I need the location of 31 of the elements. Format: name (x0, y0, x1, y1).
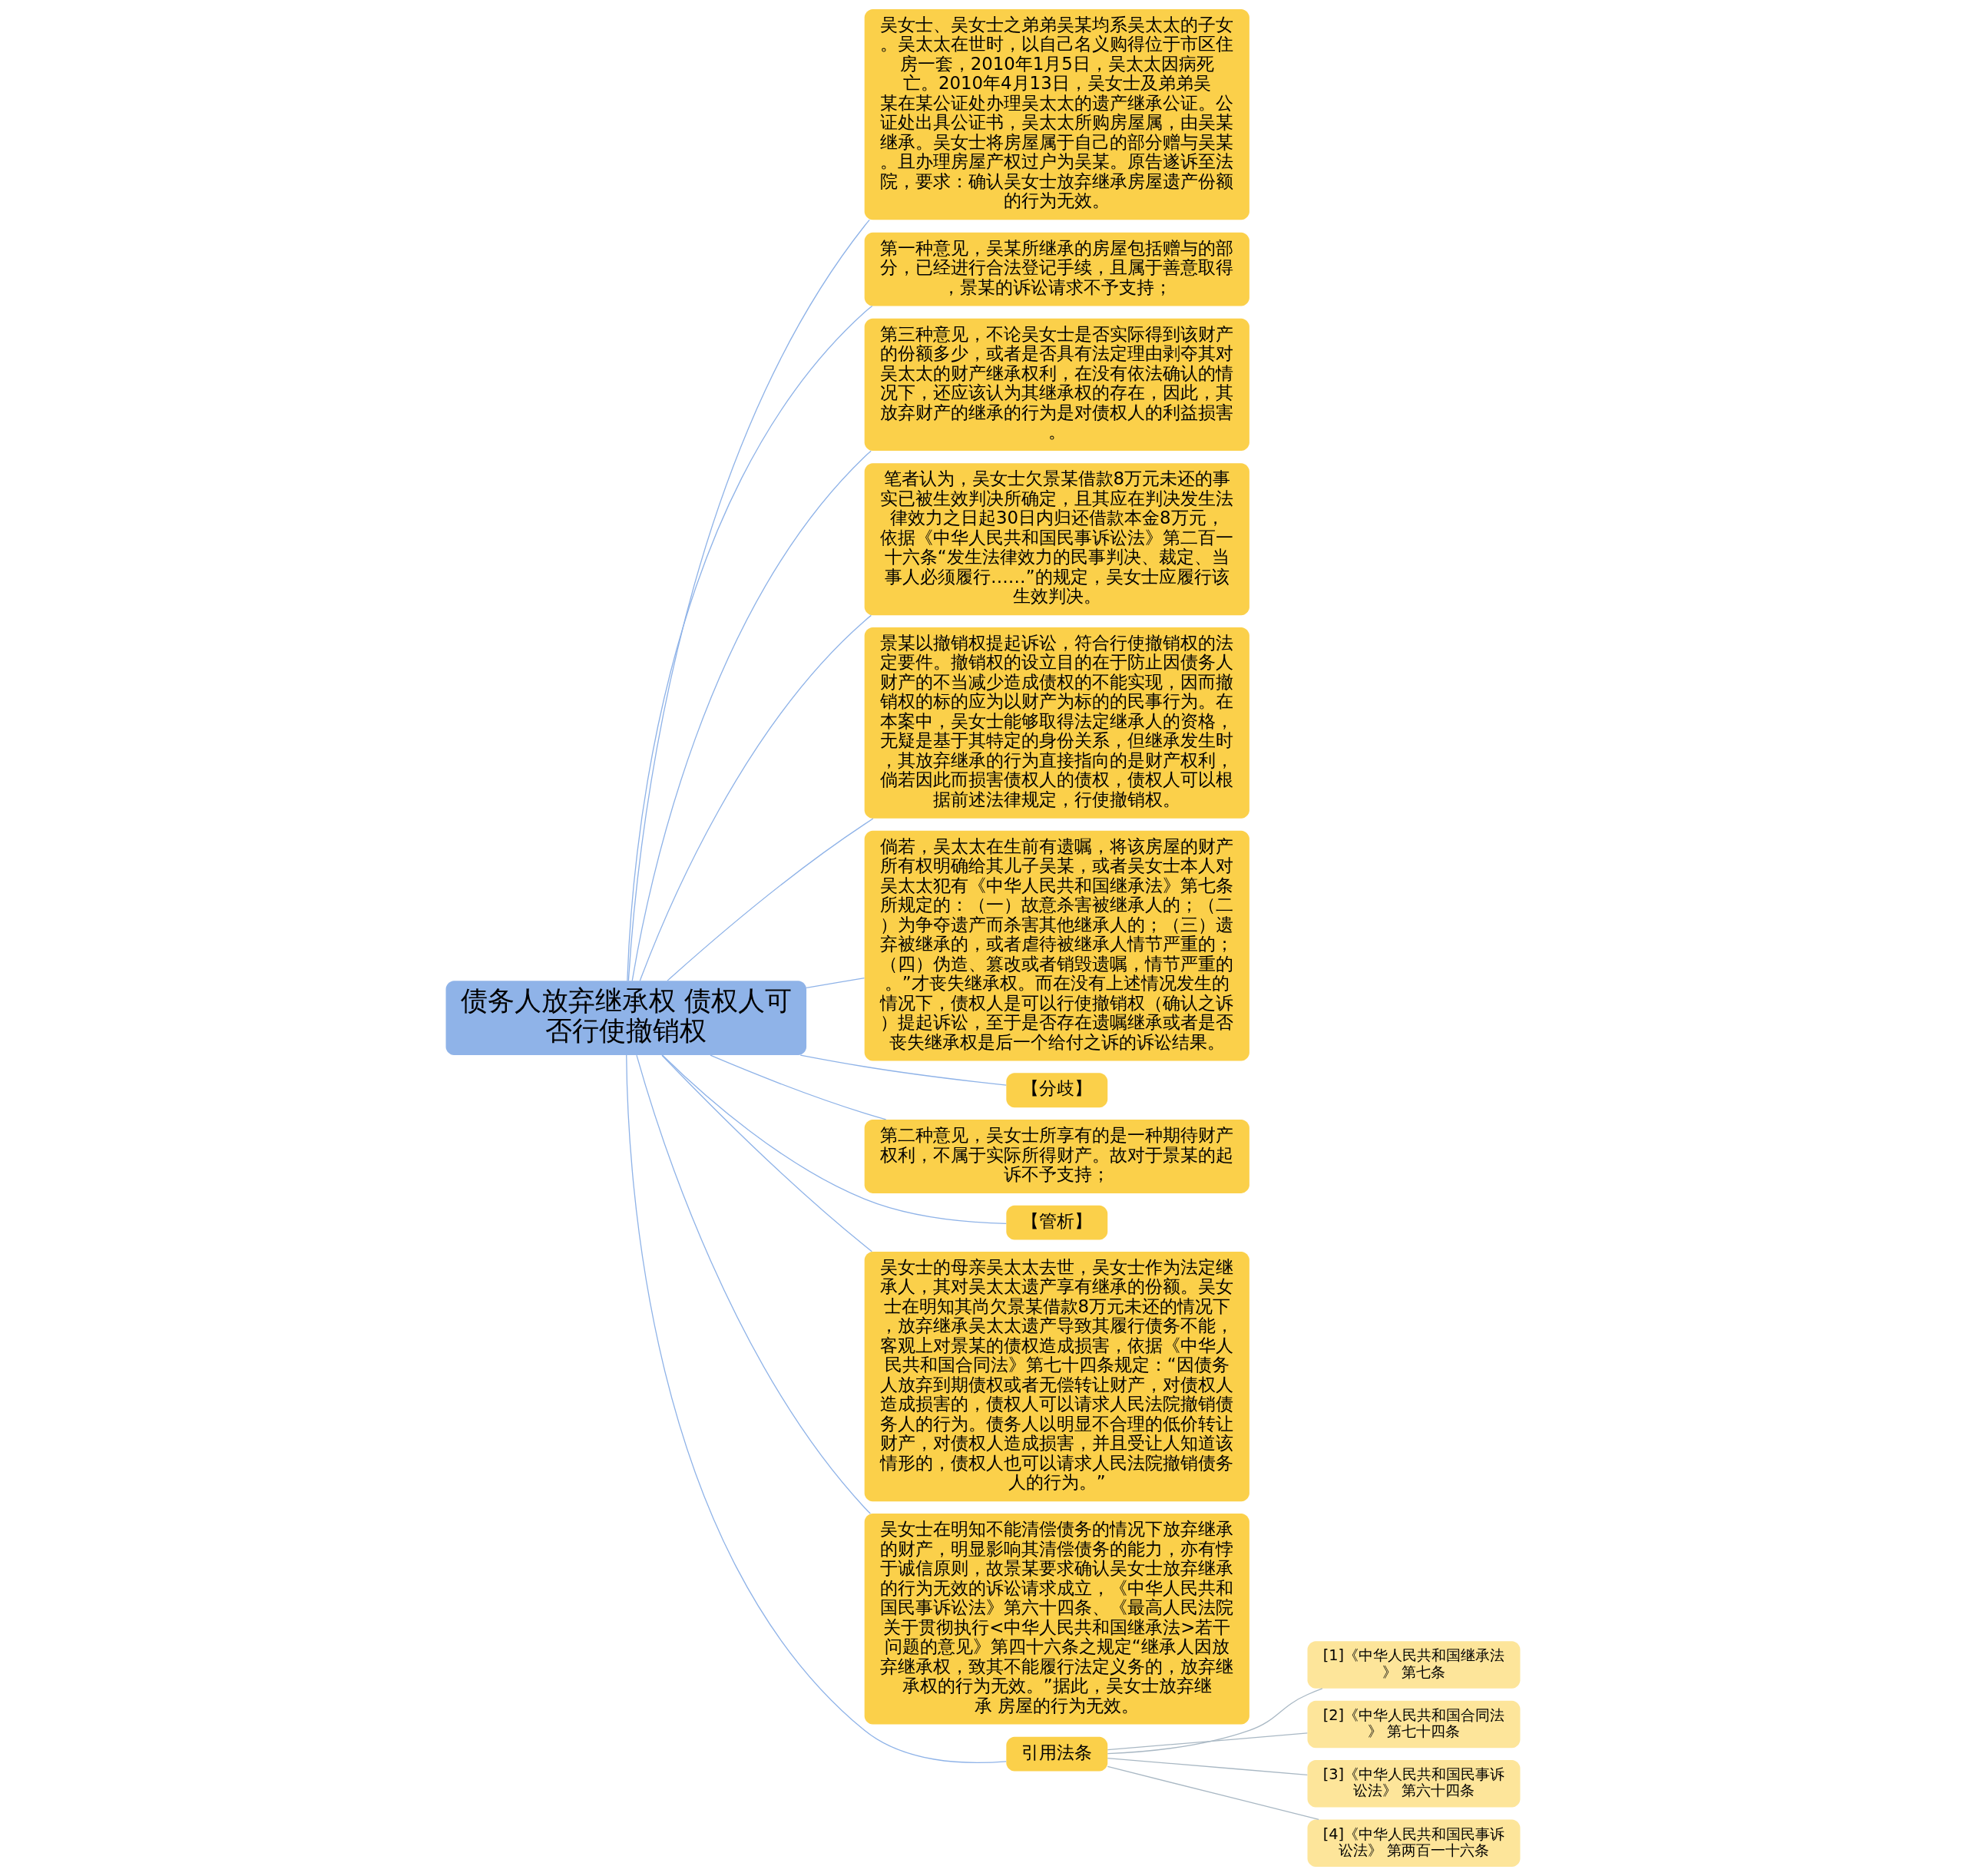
connector (1107, 1765, 1319, 1821)
node-box: 债务人放弃继承权 债权人可否行使撤销权 (445, 981, 807, 1056)
connector (631, 450, 872, 981)
node-box: 吴女士、吴女士之弟弟吴某均系吴太太的子女。吴太太在世时，以自己名义购得位于市区住房一套，2010年1月5日，吴太太因病死亡。2010年4月13日，吴女士及弟弟吴某在某公证处办理吴太太的遗产继承公证。公证处出具公证书，吴太太所购房屋属，由吴某继承。吴女士将房屋属于自己的部分赠与吴某。且办理房屋产权过户为吴某。原告遂诉至法院，要求：确认吴女士放弃继承房屋遗产份额的行为无效。 (864, 9, 1249, 220)
node-box: 引用法条 (1006, 1736, 1108, 1772)
node-box: 第一种意见，吴某所继承的房屋包括赠与的部分，已经进行合法登记手续，且属于善意取得，景某的诉讼请求不予支持； (864, 232, 1249, 306)
node-box: [3]《中华人民共和国民事诉讼法》 第六十四条 (1307, 1760, 1521, 1808)
connector (639, 614, 872, 981)
node-box: 【分歧】 (1006, 1073, 1108, 1108)
connector (710, 1054, 887, 1120)
connector (806, 978, 866, 988)
node-box: 景某以撤销权提起诉讼，符合行使撤销权的法定要件。撤销权的设立目的在于防止因债务人财产的不当减少造成债权的不能实现，因而撤销权的标的应为以财产为标的的民事行为。在本案中，吴女士能够取得法定继承人的资格，无疑是基于其特定的身份关系，但继承发生时，其放弃继承的行为直接指向的是财产权利，倘若因此而损害债权人的债权，债权人可以根据前述法律规定，行使撤销权。 (864, 627, 1249, 819)
node-box: 第三种意见，不论吴女士是否实际得到该财产的份额多少，或者是否具有法定理由剥夺其对吴太太的财产继承权利，在没有依法确认的情况下，还应该认为其继承权的存在，因此，其放弃财产的继承的行为是对债权人的利益损害。 (864, 318, 1249, 452)
connector (1107, 1732, 1308, 1751)
connector (1107, 1757, 1308, 1775)
node-box: 【管析】 (1006, 1205, 1108, 1240)
connector (662, 1054, 1007, 1224)
node-box: 笔者认为，吴女士欠景某借款8万元未还的事实已被生效判决所确定，且其应在判决发生法律效力之日起30日内归还借款本金8万元，依据《中华人民共和国民事诉讼法》第二百一十六条“发生法律效力的民事判决、裁定、当事人必须履行……”的规定，吴女士应履行该生效判决。 (864, 463, 1249, 616)
connector (626, 1054, 1007, 1763)
connector (667, 818, 874, 981)
node-box: [2]《中华人民共和国合同法》 第七十四条 (1307, 1700, 1521, 1749)
node-box: [4]《中华人民共和国民事诉讼法》 第两百一十六条 (1307, 1819, 1521, 1867)
node-box: [1]《中华人民共和国继承法》 第七条 (1307, 1641, 1521, 1689)
node-box: 吴女士的母亲吴太太去世，吴女士作为法定继承人，其对吴太太遗产享有继承的份额。吴女士在明知其尚欠景某借款8万元未还的情况下，放弃继承吴太太遗产导致其履行债务不能，客观上对景某的债权造成损害，依据《中华人民共和国合同法》第七十四条规定：“因债务人放弃到期债权或者无偿转让财产，对债权人造成损害的，债权人可以请求人民法院撤销债务人的行为。债务人以明显不合理的低价转让财产，对债权人造成损害，并且受让人知道该情形的，债权人也可以请求人民法院撤销债务人的行为。” (864, 1251, 1249, 1502)
connector (636, 1054, 871, 1514)
node-box: 第二种意见，吴女士所享有的是一种期待财产权利，不属于实际所得财产。故对于景某的起诉不予支持； (864, 1120, 1249, 1193)
connector (1107, 1688, 1323, 1755)
connector (661, 1054, 872, 1252)
node-box: 吴女士在明知不能清偿债务的情况下放弃继承的财产，明显影响其清偿债务的能力，亦有悖于诚信原则，故景某要求确认吴女士放弃继承的行为无效的诉讼请求成立，《中华人民共和国民事诉讼法》第六十四条、《最高人民法院关于贯彻执行<中华人民共和国继承法>若干问题的意见》第四十六条之规定“继承人因放弃继承权，致其不能履行法定义务的，放弃继承权的行为无效。”据此，吴女士放弃继承 房屋的行为无效。 (864, 1514, 1249, 1725)
connector (799, 1054, 1007, 1086)
node-box: 倘若，吴太太在生前有遗嘱，将该房屋的财产所有权明确给其儿子吴某，或者吴女士本人对吴太太犯有《中华人民共和国继承法》第七条所规定的：（一）故意杀害被继承人的；（二）为争夺遗产而杀害其他继承人的；（三）遗弃被继承的，或者虐待被继承人情节严重的；（四）伪造、篡改或者销毁遗嘱，情节严重的。”才丧失继承权。而在没有上述情况发生的情况下，债权人是可以行使撤销权（确认之诉）提起诉讼，至于是否存在遗嘱继承或者是否丧失继承权是后一个给付之诉的诉讼结果。 (864, 830, 1249, 1061)
